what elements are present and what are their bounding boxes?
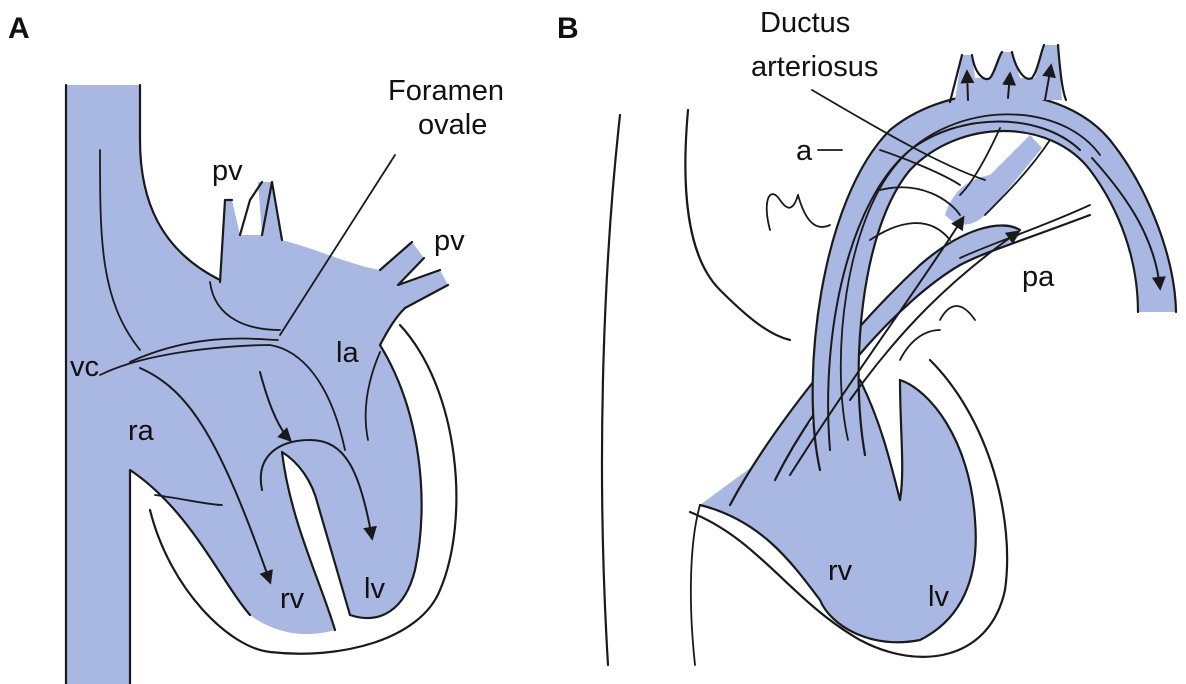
panel-b-inner-body-line: [685, 110, 790, 340]
pv-top-label: pv: [212, 155, 243, 187]
heart-b-lower-left-edge: [691, 505, 700, 665]
heart-a-blood-region: [66, 85, 448, 684]
aortic-root-line-2: [870, 223, 950, 240]
vc-label: vc: [70, 351, 99, 383]
panel-b-letter: B: [557, 12, 579, 45]
pa-inner-line: [900, 330, 940, 360]
panel-b-left-body-line: [602, 115, 620, 665]
ductus-arteriosus-label-line2: arteriosus: [751, 51, 878, 83]
arch-up-arrow-1: [967, 72, 968, 100]
panel-b-valve-curve-2: [798, 195, 830, 227]
pa-label: pa: [1022, 261, 1055, 293]
panel-b: B: [557, 7, 1176, 665]
ductus-arteriosus-label-line1: Ductus: [760, 7, 850, 39]
la-label: la: [336, 337, 359, 369]
lv-label-a: lv: [364, 573, 385, 605]
a-label: a: [796, 135, 813, 167]
foramen-ovale-label-line1: Foramen: [388, 75, 504, 107]
ra-label: ra: [128, 415, 155, 447]
ductus-arteriosus: [945, 135, 1042, 224]
pa-lower-line: [940, 306, 975, 320]
rv-label-b: rv: [828, 555, 853, 587]
lv-label-b: lv: [928, 581, 949, 613]
foramen-ovale-label-line2: ovale: [418, 109, 487, 141]
panel-a: A Foramen ovale pv: [8, 12, 504, 684]
panel-b-valve-curve-1: [767, 194, 798, 230]
pv-right-label: pv: [434, 225, 465, 257]
rv-label-a: rv: [280, 583, 305, 615]
panel-a-letter: A: [8, 12, 30, 45]
